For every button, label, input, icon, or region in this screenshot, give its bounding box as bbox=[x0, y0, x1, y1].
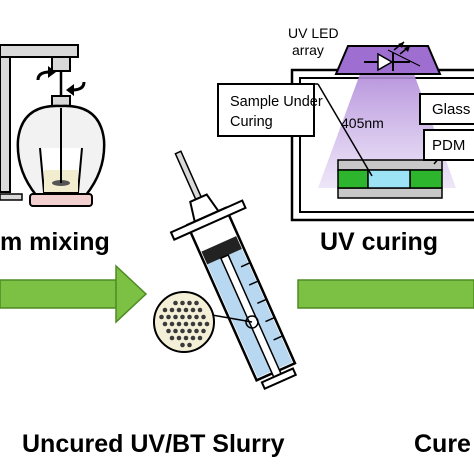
particle-dot bbox=[183, 307, 189, 313]
particle-dot bbox=[173, 300, 178, 306]
particle-dot bbox=[197, 335, 203, 341]
pdms-label: PDM bbox=[432, 137, 465, 154]
particle-dot bbox=[180, 328, 185, 334]
vacuum-mixing-label: m mixing bbox=[0, 228, 110, 256]
particle-dot bbox=[180, 300, 185, 306]
particle-dot bbox=[190, 335, 196, 341]
particle-dot bbox=[187, 328, 192, 334]
particle-dot bbox=[169, 321, 175, 327]
particle-dot bbox=[197, 321, 203, 327]
particle-dot bbox=[197, 307, 203, 313]
uv-curing-label: UV curing bbox=[320, 228, 438, 256]
particle-dot bbox=[176, 321, 182, 327]
particle-dot bbox=[169, 335, 175, 341]
particle-magnifier-icon bbox=[153, 291, 259, 353]
sample-label-line1: Sample Under bbox=[230, 94, 323, 110]
particle-dot bbox=[201, 328, 206, 334]
particle-dot bbox=[194, 328, 199, 334]
particle-dot bbox=[173, 328, 178, 334]
particle-dot bbox=[166, 314, 171, 320]
syringe-icon bbox=[169, 150, 298, 391]
particle-dot bbox=[194, 300, 199, 306]
arrow-right bbox=[297, 279, 474, 309]
particle-dot bbox=[201, 314, 206, 320]
particle-dot bbox=[159, 314, 164, 320]
particle-dot bbox=[194, 314, 199, 320]
particle-dot bbox=[183, 321, 189, 327]
cured-label: Cure bbox=[414, 430, 471, 458]
particle-dot bbox=[162, 307, 168, 313]
vacuum-mixer-icon bbox=[0, 44, 106, 207]
glass-callout: Glass bbox=[419, 93, 474, 125]
particle-dot bbox=[173, 314, 178, 320]
sample-under-curing-callout: Sample Under Curing bbox=[217, 83, 323, 137]
particle-dot bbox=[166, 328, 171, 334]
particle-dot bbox=[180, 342, 185, 348]
uv-led-label-line2: array bbox=[292, 42, 324, 58]
wavelength-label: 405nm bbox=[341, 115, 384, 131]
arrow-left bbox=[0, 264, 148, 324]
particle-dot bbox=[187, 314, 192, 320]
particle-dot bbox=[180, 314, 185, 320]
particle-dot bbox=[190, 321, 196, 327]
particle-dot bbox=[162, 321, 168, 327]
particle-dot bbox=[183, 335, 189, 341]
particle-dot bbox=[187, 300, 192, 306]
particle-dot bbox=[176, 307, 182, 313]
pdms-callout: PDM bbox=[423, 129, 474, 161]
uv-led-label-line1: UV LED bbox=[288, 25, 339, 41]
particle-dot bbox=[169, 307, 175, 313]
particle-dot bbox=[190, 307, 196, 313]
particle-dot bbox=[176, 335, 182, 341]
slurry-label: Uncured UV/BT Slurry bbox=[22, 430, 285, 458]
particle-dot bbox=[204, 321, 210, 327]
sample-label-line2: Curing bbox=[230, 114, 273, 130]
particle-dot bbox=[187, 342, 192, 348]
glass-label: Glass bbox=[432, 101, 470, 118]
